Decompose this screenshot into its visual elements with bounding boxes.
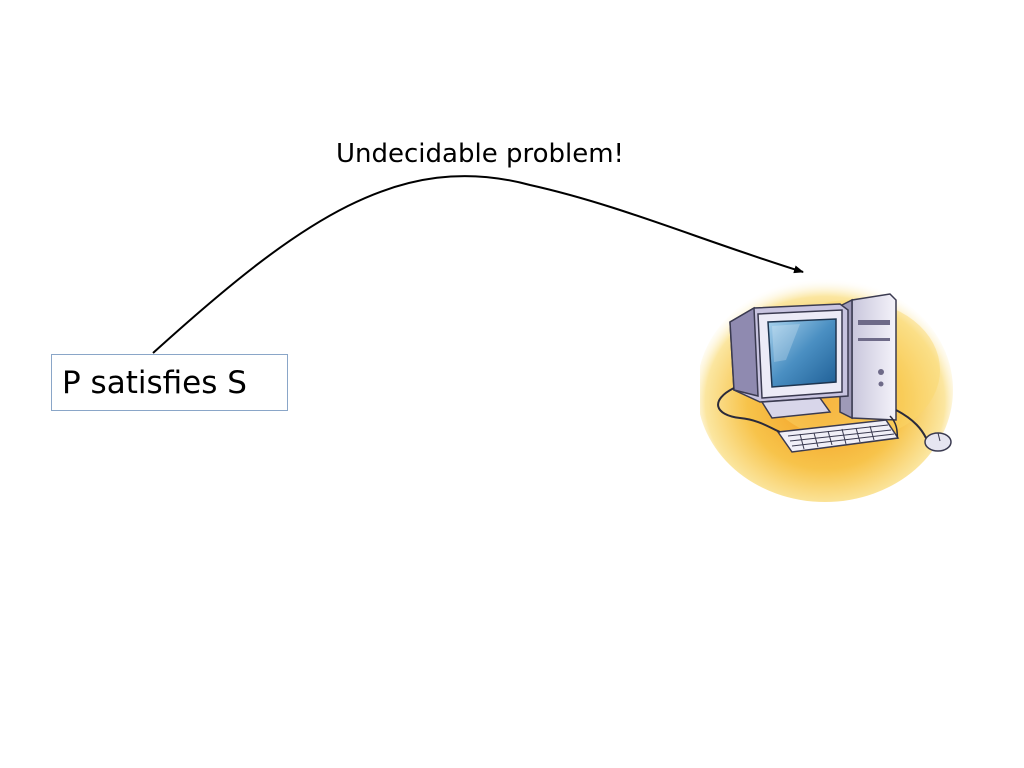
arrow-label: Undecidable problem!	[336, 139, 624, 169]
statement-box: P satisfies S	[51, 354, 288, 411]
desktop-computer-icon	[700, 278, 953, 502]
statement-text: P satisfies S	[62, 365, 247, 401]
